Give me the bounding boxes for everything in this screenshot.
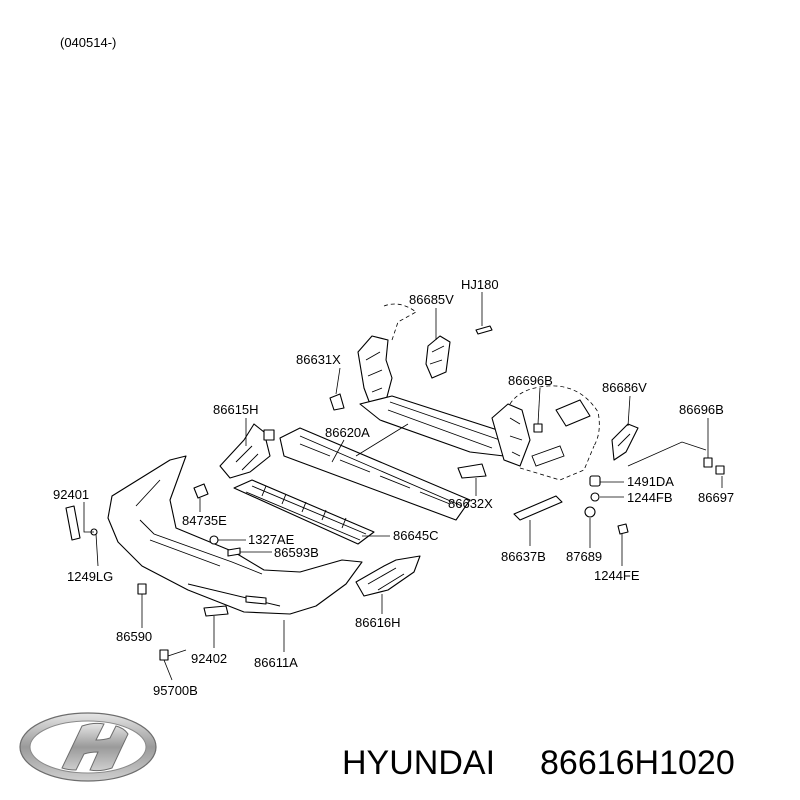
label-HJ180: HJ180 [461,277,499,292]
label-1244FB: 1244FB [627,490,673,505]
label-86611A: 86611A [254,655,298,670]
label-86645C: 86645C [393,528,439,543]
part-86615H-bracket [219,423,275,479]
label-95700B: 95700B [153,683,198,698]
label-92402: 92402 [191,651,227,666]
part-86611A-bumper-cover [107,455,363,615]
part-labels: HJ180 86685V 86631X 86696B 86686V 86696B… [53,277,734,698]
part-84735E-clip [193,483,209,499]
part-86616H-bracket [355,555,421,597]
part-86696B-fastener [703,457,713,468]
label-84735E: 84735E [182,513,227,528]
label-86696B-upper: 86696B [508,373,553,388]
part-1244FB-screw [590,492,600,502]
label-86593B: 86593B [274,545,319,560]
part-1491DA-retainer [589,475,601,487]
label-86686V: 86686V [602,380,647,395]
part-86620A-absorber [279,427,471,521]
part-1327AE-nut [209,535,219,545]
label-1244FE: 1244FE [594,568,640,583]
label-86696B-right: 86696B [679,402,724,417]
part-1244FE-screw [617,523,629,535]
part-86697-nut [715,465,725,475]
label-86632X: 86632X [448,496,493,511]
part-87689-clip [584,506,596,518]
leader-lines [83,292,723,681]
part-86685V-bracket [425,335,451,379]
label-86590: 86590 [116,629,152,644]
part-92402-reflector [203,605,229,617]
label-86697: 86697 [698,490,734,505]
brand-name: HYUNDAI [342,744,495,782]
label-86685V: 86685V [409,292,454,307]
label-86615H: 86615H [213,402,259,417]
part-86590-bolt [137,583,147,595]
label-86637B: 86637B [501,549,546,564]
label-86620A: 86620A [325,425,370,440]
part-86696B-bolt [533,423,543,433]
rear-frame-assembly [357,303,600,481]
label-86616H: 86616H [355,615,401,630]
part-86686V-bracket [611,423,639,461]
label-1249LG: 1249LG [67,569,113,584]
part-86632X-bracket [457,463,487,479]
part-86631X-bracket [329,393,345,411]
label-1491DA: 1491DA [627,474,674,489]
part-92401-reflector [65,505,81,541]
hyundai-logo [19,712,157,782]
part-95700B-sensor [159,649,187,661]
label-86631X: 86631X [296,352,341,367]
part-86637B-bracket [513,495,563,521]
part-86593B-clip [227,547,241,557]
catalog-date-code: (040514-) [60,35,116,50]
label-92401: 92401 [53,487,89,502]
part-86645C-grille [233,479,375,545]
part-number: 86616H1020 [540,744,735,782]
part-HJ180-clip [475,325,493,335]
label-87689: 87689 [566,549,602,564]
label-1327AE: 1327AE [248,532,295,547]
